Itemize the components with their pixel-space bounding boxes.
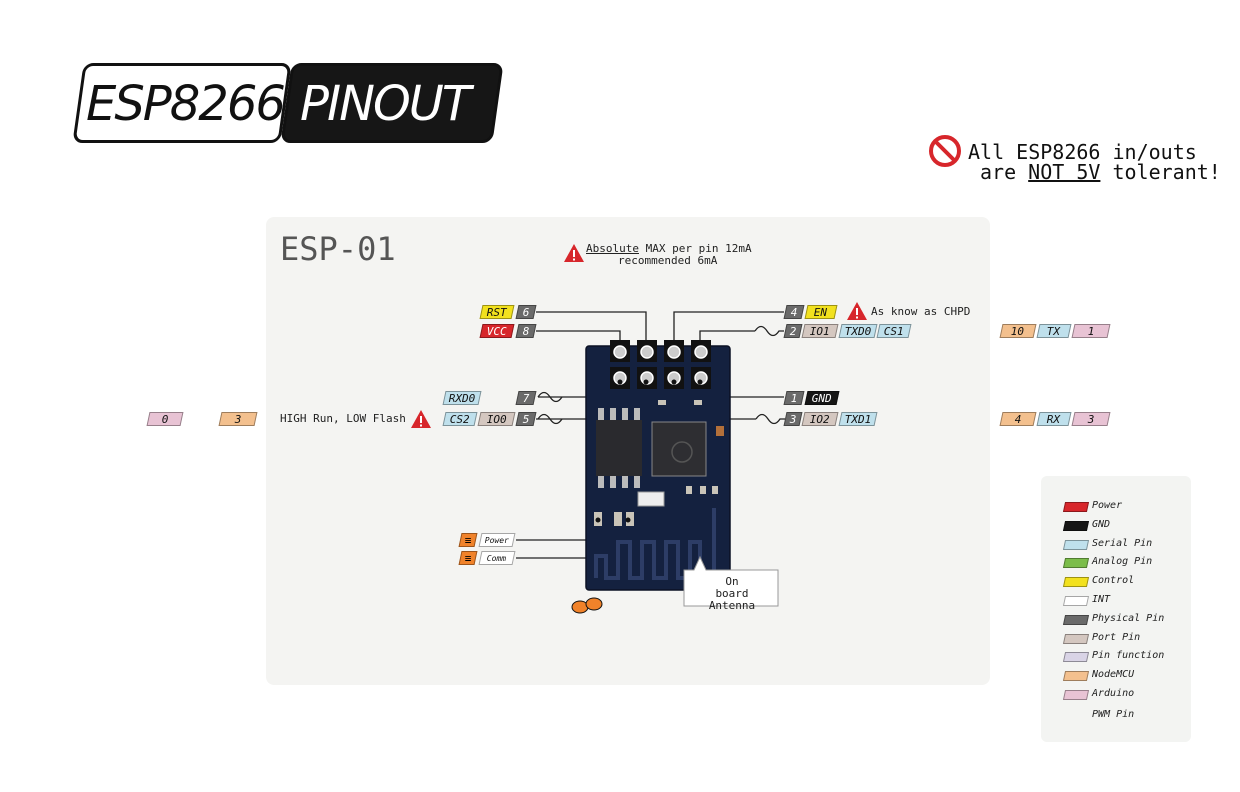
pin-3-number: 3 (783, 412, 803, 426)
legend-label: Control (1092, 575, 1135, 587)
legend-label: Physical Pin (1092, 612, 1165, 624)
legend-label: Pin function (1092, 650, 1165, 662)
warning-not-5v: NOT 5V (1028, 160, 1101, 184)
warning-triangle-icon (847, 302, 867, 320)
pin-6-number: 6 (515, 305, 537, 319)
power-led-label: Power (478, 533, 516, 547)
chpd-note: As know as CHPD (871, 305, 971, 318)
pin-vcc-label: VCC (479, 324, 515, 338)
legend-swatch (1062, 690, 1090, 700)
panel-title: ESP-01 (280, 230, 396, 268)
pin-txd1-label: TXD1 (838, 412, 878, 426)
warning-line-1: All ESP8266 in/outs (968, 140, 1197, 164)
antenna-line-2: Antenna (708, 599, 756, 612)
legend-label: Serial Pin (1092, 537, 1153, 549)
legend-swatch (1062, 502, 1090, 512)
arduino-pin-0: 0 (146, 412, 184, 426)
nodemcu-pin-3: 3 (218, 412, 258, 426)
pin-cs2-label: CS2 (442, 412, 478, 426)
led-icon: ≡ (458, 533, 478, 547)
prohibited-icon (929, 135, 961, 167)
pin-io2-label: IO2 (801, 412, 839, 426)
arduino-pin-3: 3 (1071, 412, 1111, 426)
legend-swatch (1062, 520, 1090, 531)
current-note-line2: recommended 6mA (618, 254, 718, 267)
pin-headers (610, 340, 711, 389)
nodemcu-pin-10: 10 (999, 324, 1037, 338)
antenna-line-1: On board (715, 575, 749, 600)
current-note-underlined: Absolute (586, 242, 639, 255)
pin-8-number: 8 (515, 324, 537, 338)
pin-rst-label: RST (479, 305, 515, 319)
voltage-warning: All ESP8266 in/outs are NOT 5V tolerant! (968, 142, 1221, 182)
antenna-callout: On board Antenna (706, 576, 758, 612)
legend-swatch (1062, 614, 1090, 625)
current-note-line1: Absolute MAX per pin 12mA (586, 243, 752, 255)
current-note-rest: MAX per pin 12mA (638, 242, 752, 255)
legend-label: Arduino (1092, 688, 1135, 699)
legend-label: GND (1092, 518, 1111, 530)
pin-gnd-label: GND (804, 391, 840, 405)
comm-led-label: Comm (478, 551, 516, 565)
legend-swatch (1062, 652, 1090, 663)
rx-label: RX (1036, 412, 1072, 426)
legend-label: NodeMCU (1092, 669, 1135, 681)
legend-label: PWM Pin (1092, 709, 1135, 720)
legend-swatch (1062, 633, 1090, 644)
pin-4-number: 4 (783, 305, 805, 319)
arduino-pin-1: 1 (1071, 324, 1111, 338)
warning-suffix: tolerant! (1100, 160, 1221, 184)
pin-2-number: 2 (783, 324, 803, 338)
legend-swatch (1062, 671, 1090, 682)
led-icon: ≡ (458, 551, 478, 565)
flash-note: HIGH Run, LOW Flash (280, 412, 406, 425)
pin-cs1-label: CS1 (876, 324, 912, 338)
legend-swatch (1062, 577, 1090, 588)
pin-5-number: 5 (515, 412, 537, 426)
legend-label: Power (1092, 500, 1123, 511)
logo-pinout-text: PINOUT (300, 76, 471, 132)
legend-label: Analog Pin (1092, 556, 1153, 568)
legend-panel (1041, 476, 1191, 742)
pin-7-number: 7 (515, 391, 537, 405)
legend-swatch (1062, 558, 1090, 569)
nodemcu-pin-4: 4 (999, 412, 1037, 426)
warning-triangle-icon (411, 410, 431, 428)
warning-prefix: are (980, 160, 1029, 184)
pin-1-number: 1 (783, 391, 805, 405)
legend-swatch (1062, 596, 1090, 606)
pin-io1-label: IO1 (801, 324, 839, 338)
legend-label: Port Pin (1092, 631, 1141, 643)
legend-label: INT (1092, 594, 1111, 605)
warning-triangle-icon (564, 244, 584, 262)
pin-en-label: EN (804, 305, 838, 319)
pin-io0-label: IO0 (477, 412, 516, 426)
pin-rxd0-label: RXD0 (442, 391, 482, 405)
legend-swatch (1062, 539, 1090, 550)
logo-esp8266-text: ESP8266 (86, 76, 286, 132)
warning-line-2: are NOT 5V tolerant! (968, 162, 1221, 182)
tx-label: TX (1036, 324, 1072, 338)
pin-txd0-label: TXD0 (838, 324, 878, 338)
